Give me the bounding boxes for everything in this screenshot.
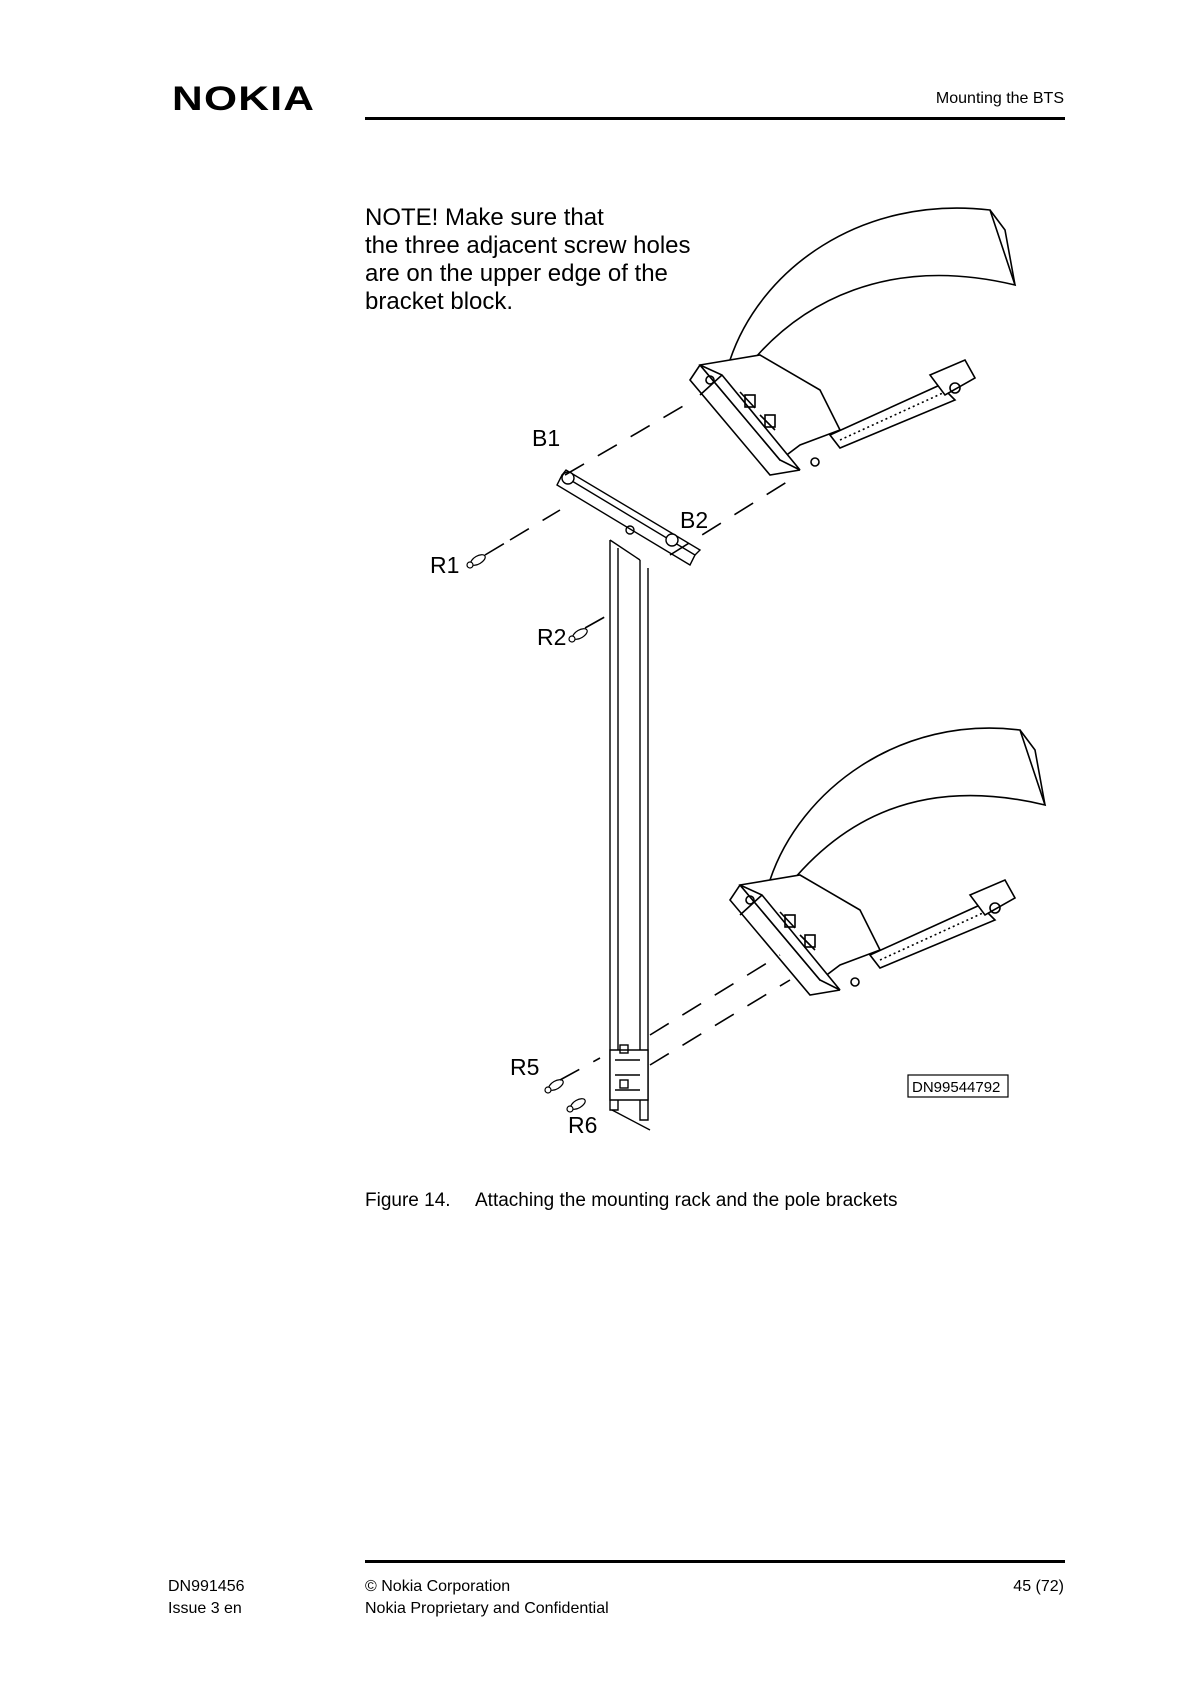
doc-id: DN991456	[168, 1576, 245, 1598]
lower-pole-bracket	[730, 728, 1045, 995]
figure-14: NOTE! Make sure that the three adjacent …	[0, 0, 1179, 1180]
caption-text: Attaching the mounting rack and the pole…	[475, 1190, 897, 1211]
label-r1: R1	[430, 552, 459, 578]
screws	[467, 553, 589, 1112]
mounting-illustration: NOTE! Make sure that the three adjacent …	[0, 0, 1179, 1180]
caption-number: Figure 14.	[365, 1190, 475, 1212]
confidentiality: Nokia Proprietary and Confidential	[365, 1598, 609, 1620]
figure-caption: Figure 14.Attaching the mounting rack an…	[365, 1190, 897, 1212]
footer-copyright: © Nokia Corporation Nokia Proprietary an…	[365, 1576, 609, 1620]
footer-doc-info: DN991456 Issue 3 en	[168, 1576, 245, 1620]
note-line-4: bracket block.	[365, 288, 513, 315]
upper-pole-bracket	[690, 208, 1015, 475]
issue: Issue 3 en	[168, 1598, 245, 1620]
page-number: 45 (72)	[1013, 1576, 1064, 1598]
note-line-2: the three adjacent screw holes	[365, 232, 691, 259]
alignment-lines	[485, 405, 790, 1080]
label-r6: R6	[568, 1112, 597, 1138]
note-line-1: NOTE! Make sure that	[365, 204, 604, 231]
label-b2: B2	[680, 507, 708, 533]
label-r2: R2	[537, 624, 566, 650]
footer-rule	[365, 1560, 1065, 1563]
note-line-3: are on the upper edge of the	[365, 260, 668, 287]
drawing-id: DN99544792	[912, 1079, 1000, 1096]
mounting-rack	[557, 470, 700, 1130]
label-r5: R5	[510, 1054, 539, 1080]
label-b1: B1	[532, 425, 560, 451]
copyright: © Nokia Corporation	[365, 1576, 609, 1598]
